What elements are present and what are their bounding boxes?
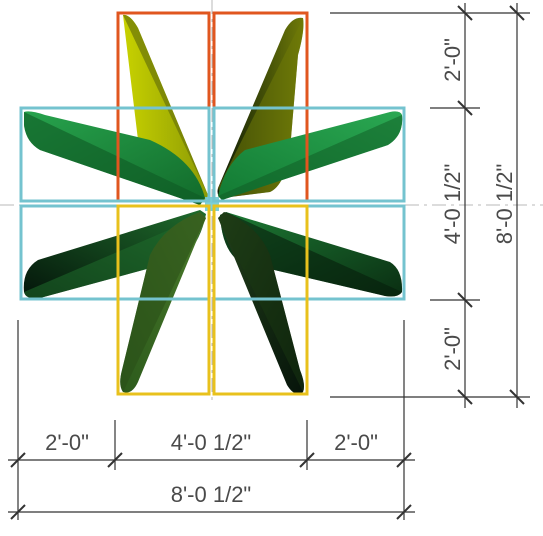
dim-label-h-middle: 4'-0 1/2" [171, 430, 252, 455]
tick [10, 504, 26, 520]
vertical-dimensions: 2'-0" 4'-0 1/2" 2'-0" 8'-0 1/2" [330, 3, 530, 408]
blade-bottom-right-shade [218, 212, 304, 392]
tick [509, 389, 525, 405]
dim-label-v-bottom: 2'-0" [440, 327, 465, 371]
dim-label-v-overall: 8'-0 1/2" [492, 164, 517, 245]
dim-label-v-top: 2'-0" [440, 38, 465, 82]
dim-label-v-middle: 4'-0 1/2" [440, 164, 465, 245]
tick [457, 5, 473, 21]
tick [457, 389, 473, 405]
tick [509, 5, 525, 21]
center-hub [205, 197, 219, 211]
tick [10, 452, 26, 468]
tick [457, 100, 473, 116]
dim-label-h-left: 2'-0" [45, 430, 89, 455]
blade-right-upper-shade [218, 115, 403, 200]
box-left-upper [19, 106, 211, 203]
tick [107, 452, 123, 468]
tick [396, 452, 412, 468]
tick [457, 292, 473, 308]
blade-right-lower-shade [220, 212, 402, 297]
box-bottom-right [212, 204, 309, 396]
blade-group [23, 14, 403, 394]
tick [396, 504, 412, 520]
dim-label-h-right: 2'-0" [334, 430, 378, 455]
tick [299, 452, 315, 468]
dim-label-h-overall: 8'-0 1/2" [171, 482, 252, 507]
horizontal-dimensions: 2'-0" 4'-0 1/2" 2'-0" 8'-0 1/2" [8, 320, 415, 520]
blade-left-lower-shade [24, 214, 206, 299]
box-right-upper [212, 106, 406, 203]
blade-left-upper-shade [24, 112, 205, 205]
blade-bottom-right [218, 212, 304, 394]
blade-bottom-left-shade [120, 212, 206, 392]
blade-top-left-shade [123, 14, 208, 195]
box-bottom-left [116, 204, 211, 396]
outline-boxes [19, 11, 406, 396]
